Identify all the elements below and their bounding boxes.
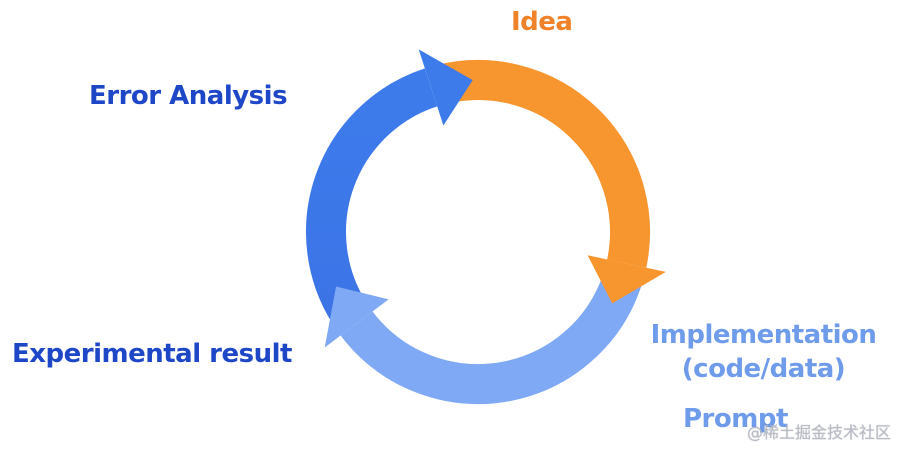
watermark: @稀土掘金技术社区: [746, 423, 891, 442]
arrow-head-icon: [324, 286, 389, 348]
prompt-label: Prompt: [683, 404, 788, 434]
idea-arc: [439, 60, 651, 268]
idea-label: Idea: [511, 7, 573, 37]
experimental-result-label: Experimental result: [12, 339, 292, 369]
implementation-arc: [340, 272, 642, 405]
arrow-head-icon: [418, 49, 473, 126]
implementation-label: Implementation (code/data): [636, 318, 891, 386]
arrow-head-icon: [587, 255, 666, 304]
experimental-arc: [306, 68, 438, 324]
implementation-label-line2: (code/data): [681, 354, 846, 384]
implementation-label-line1: Implementation: [650, 320, 877, 350]
error-analysis-label: Error Analysis: [89, 81, 288, 111]
